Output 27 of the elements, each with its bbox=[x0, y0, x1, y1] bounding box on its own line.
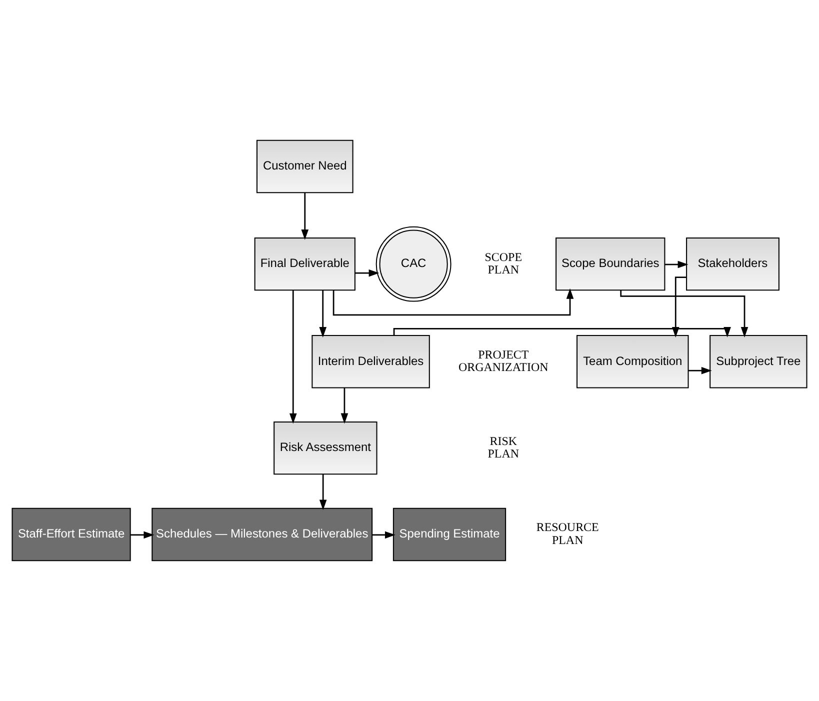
arrow bbox=[130, 531, 154, 539]
arrow bbox=[372, 531, 396, 539]
label: PROJECT ORGANIZATION bbox=[458, 347, 548, 374]
node-box: Final Deliverable bbox=[254, 237, 356, 291]
arrow bbox=[688, 366, 712, 374]
arrow bbox=[289, 290, 297, 424]
node-box: Stakeholders bbox=[686, 237, 780, 291]
node-box: Team Composition bbox=[576, 335, 689, 388]
arrow bbox=[340, 388, 348, 424]
node-box: Customer Need bbox=[256, 140, 354, 194]
node-circle: CAC bbox=[376, 226, 452, 302]
label: SCOPE PLAN bbox=[484, 250, 522, 277]
arrow bbox=[301, 192, 309, 240]
node-box: Schedules — Milestones & Deliverables bbox=[152, 508, 373, 562]
node-box: Staff-Effort Estimate bbox=[12, 508, 131, 562]
arrow bbox=[332, 288, 574, 316]
node-box: Spending Estimate bbox=[392, 508, 506, 562]
node-box: Scope Boundaries bbox=[556, 237, 666, 291]
arrow bbox=[664, 260, 688, 268]
node-box: Risk Assessment bbox=[274, 421, 378, 475]
node-box: Subproject Tree bbox=[710, 335, 808, 388]
label: RISK PLAN bbox=[488, 434, 520, 461]
arrow bbox=[319, 474, 327, 510]
arrow bbox=[319, 290, 327, 338]
arrow bbox=[355, 269, 380, 277]
label: RESOURCE PLAN bbox=[536, 520, 599, 548]
node-box: Interim Deliverables bbox=[312, 335, 430, 388]
